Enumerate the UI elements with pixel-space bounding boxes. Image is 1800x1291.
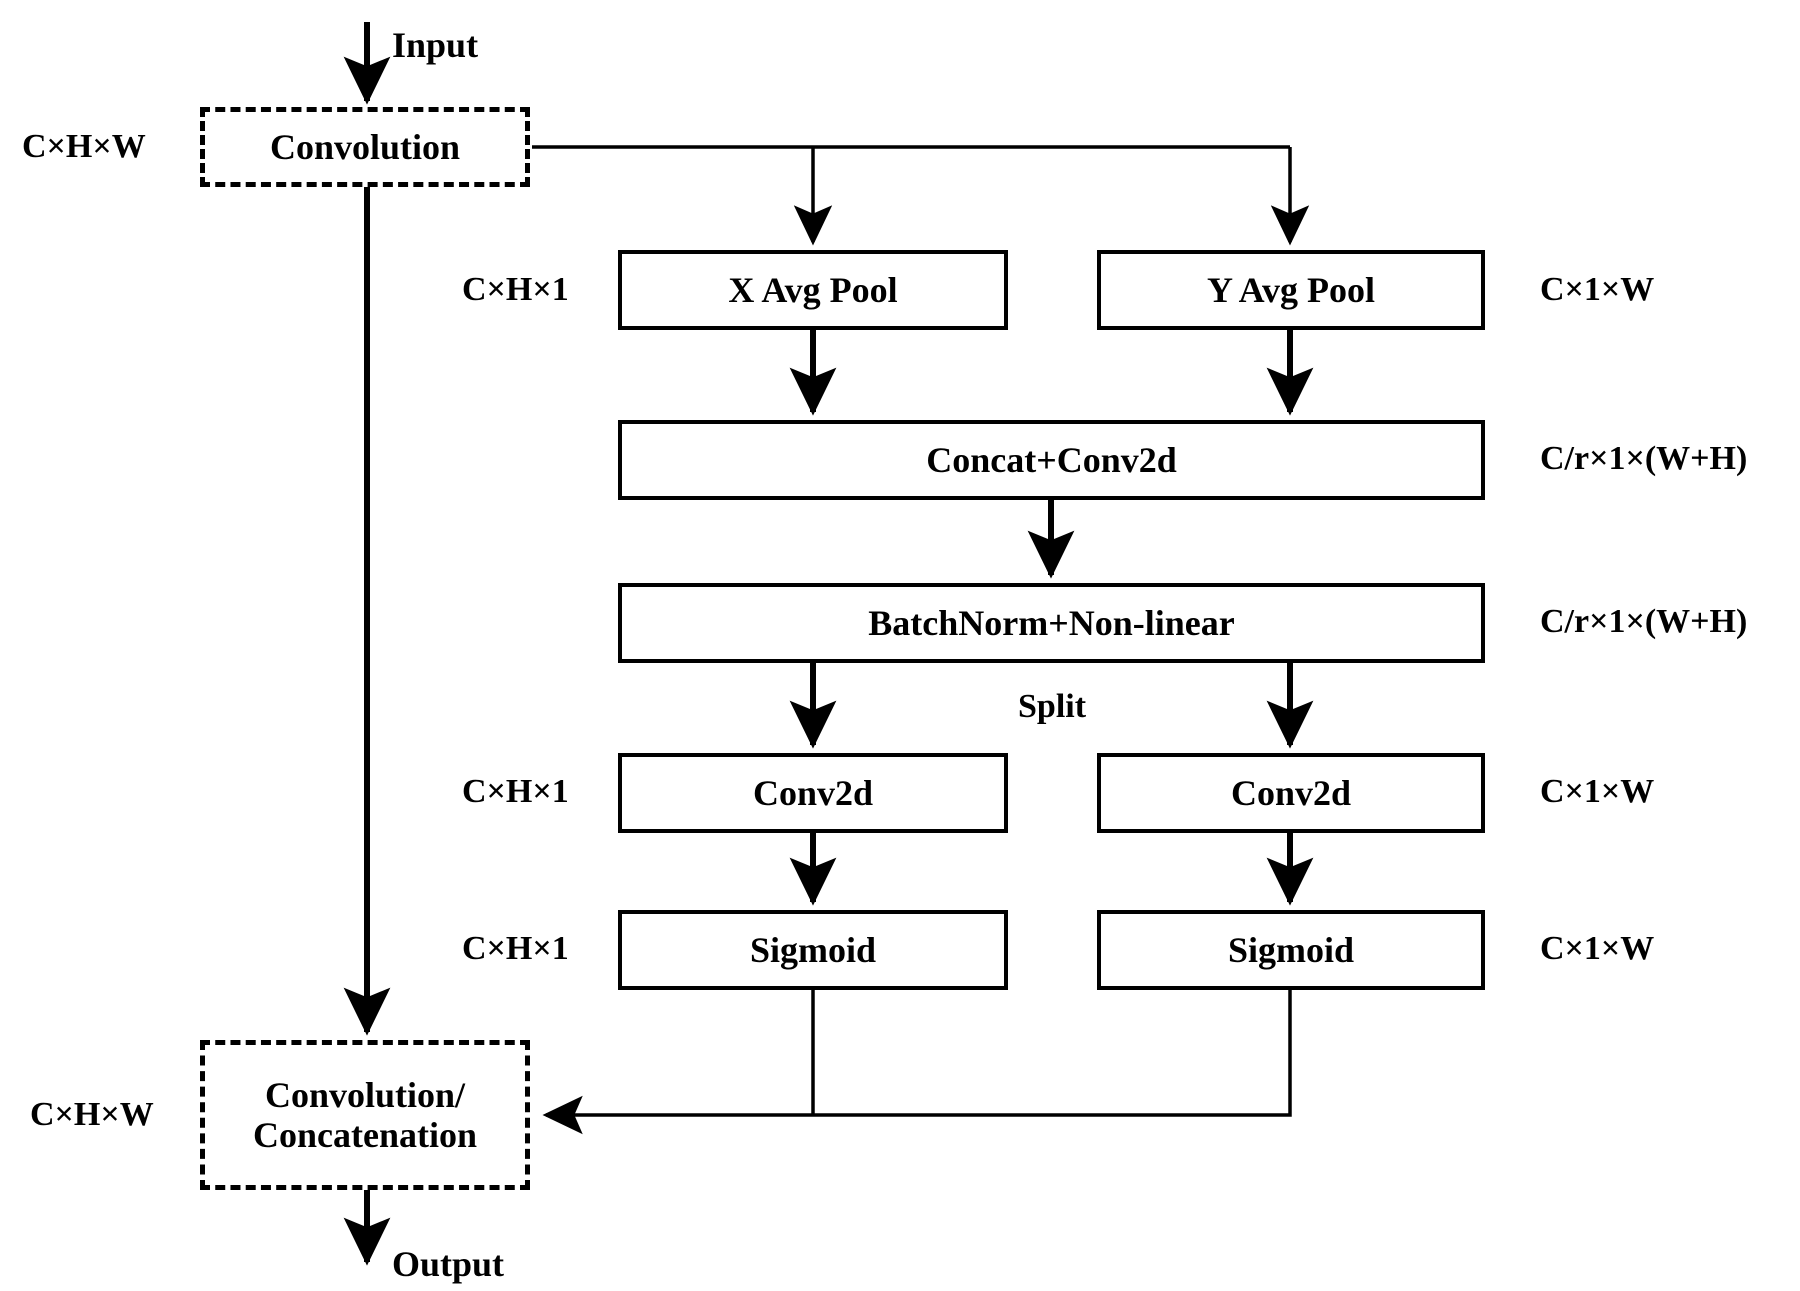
node-y-avg-pool-label: Y Avg Pool	[1207, 269, 1375, 310]
node-sigmoid-left-label: Sigmoid	[749, 929, 877, 970]
node-conv2d-left-label: Conv2d	[752, 772, 874, 813]
label-split: Split	[1018, 688, 1087, 725]
node-batchnorm-nonlinear[interactable]: BatchNorm+Non-linear	[618, 583, 1485, 663]
node-concat-conv2d-label: Concat+Conv2d	[926, 439, 1177, 480]
label-shape-x-avg-pool: C×H×1	[462, 271, 569, 308]
label-output: Output	[392, 1244, 505, 1284]
node-batchnorm-nonlinear-label: BatchNorm+Non-linear	[868, 602, 1235, 643]
node-concat-conv2d[interactable]: Concat+Conv2d	[618, 420, 1485, 500]
label-shape-batchnorm: C/r×1×(W+H)	[1540, 603, 1748, 640]
label-shape-concat-conv2d: C/r×1×(W+H)	[1540, 440, 1748, 477]
node-conv2d-right[interactable]: Conv2d	[1097, 753, 1485, 833]
node-x-avg-pool-label: X Avg Pool	[728, 269, 898, 310]
node-convolution[interactable]: Convolution	[200, 107, 530, 187]
label-shape-conv2d-left: C×H×1	[462, 773, 569, 810]
node-x-avg-pool[interactable]: X Avg Pool	[618, 250, 1008, 330]
node-sigmoid-right[interactable]: Sigmoid	[1097, 910, 1485, 990]
node-convolution-concatenation-label: Convolution/ Concatenation	[253, 1074, 477, 1155]
label-shape-conv-in: C×H×W	[22, 128, 146, 165]
label-shape-conv-out: C×H×W	[30, 1096, 154, 1133]
node-y-avg-pool[interactable]: Y Avg Pool	[1097, 250, 1485, 330]
label-shape-sigmoid-left: C×H×1	[462, 930, 569, 967]
node-convolution-label: Convolution	[269, 126, 461, 167]
label-shape-sigmoid-right: C×1×W	[1540, 930, 1655, 967]
label-shape-y-avg-pool: C×1×W	[1540, 271, 1655, 308]
node-sigmoid-left[interactable]: Sigmoid	[618, 910, 1008, 990]
node-conv2d-right-label: Conv2d	[1230, 772, 1352, 813]
node-conv2d-left[interactable]: Conv2d	[618, 753, 1008, 833]
wire-sigmoid-right-merge	[542, 990, 1292, 1135]
node-sigmoid-right-label: Sigmoid	[1227, 929, 1355, 970]
label-shape-conv2d-right: C×1×W	[1540, 773, 1655, 810]
label-input: Input	[392, 25, 479, 65]
node-convolution-concatenation[interactable]: Convolution/ Concatenation	[200, 1040, 530, 1190]
